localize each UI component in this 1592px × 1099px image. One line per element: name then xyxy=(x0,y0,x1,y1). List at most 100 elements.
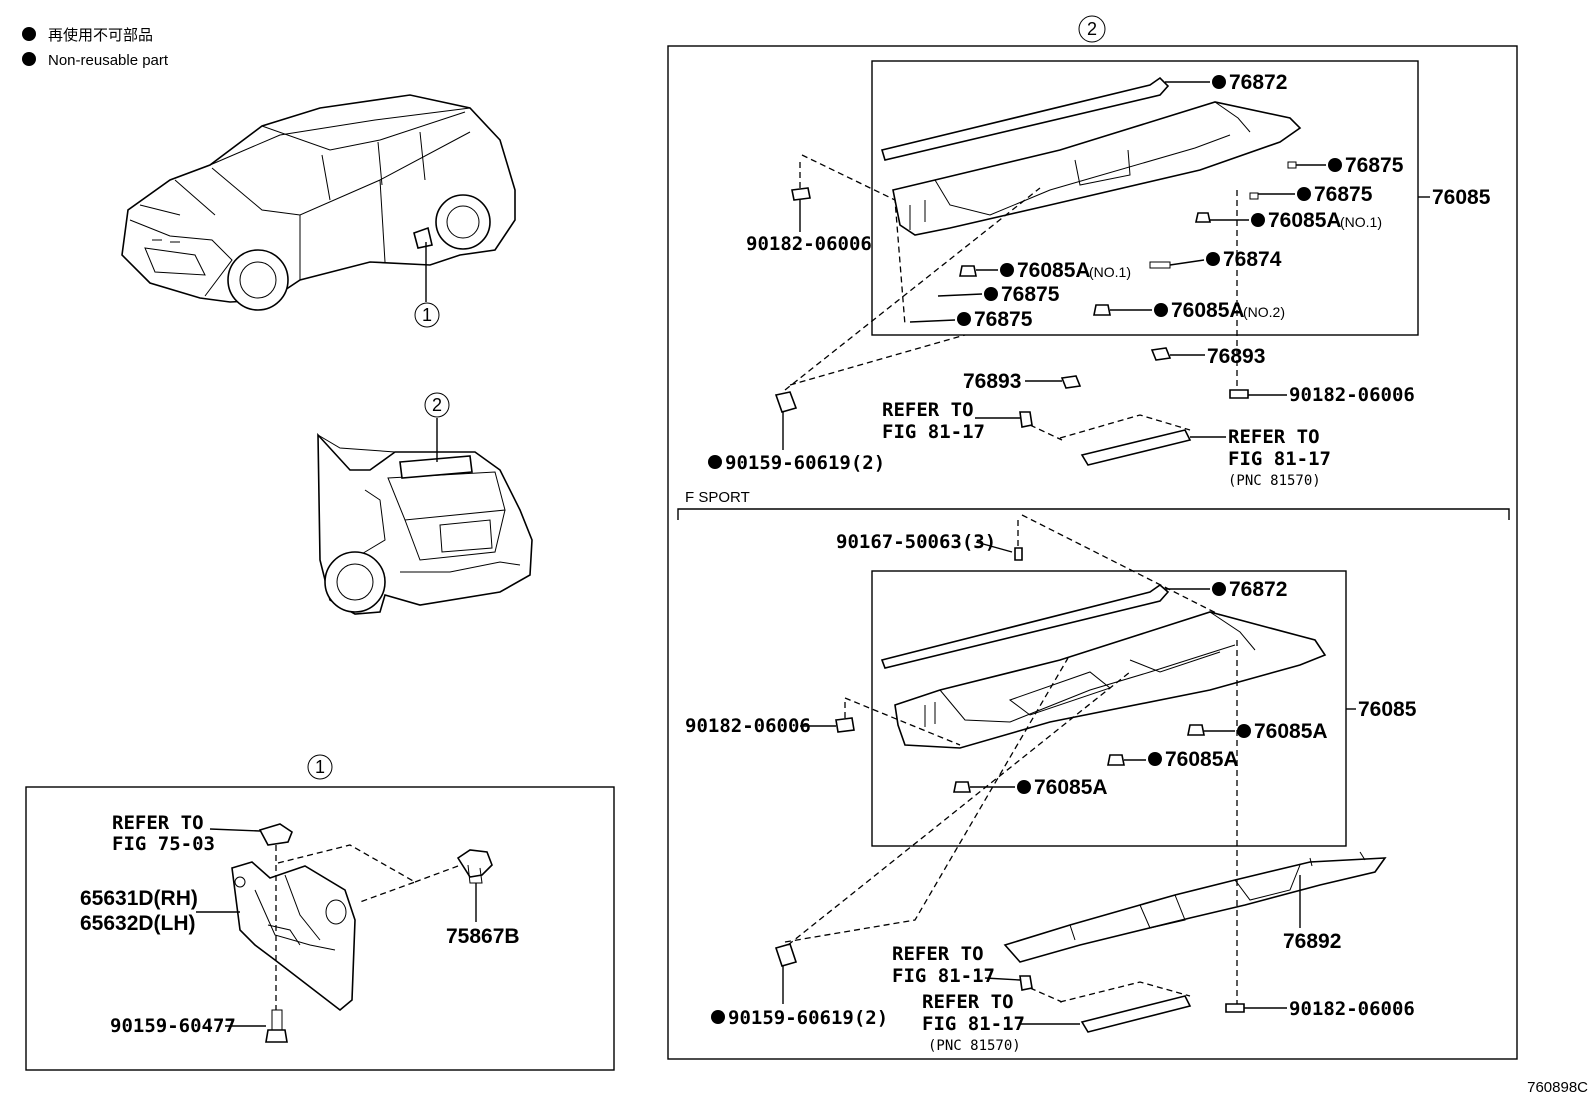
part-76085-label: 76085 xyxy=(1432,186,1491,209)
non-reusable-dot-icon xyxy=(1148,752,1162,766)
clip-90182-icon xyxy=(835,717,855,733)
detail-2-callout-label: 2 xyxy=(1087,19,1097,39)
detail-2-frame xyxy=(667,45,1518,1060)
non-reusable-dot-icon xyxy=(1237,724,1251,738)
part-76085A-label: 76085A xyxy=(1254,720,1328,743)
legend-jp: 再使用不可部品 xyxy=(48,27,153,44)
part-90159-60477-label: 90159-60477 xyxy=(110,1015,236,1037)
screw-icon xyxy=(1014,547,1023,561)
detail-1-frame xyxy=(25,786,615,1071)
screw-icon xyxy=(1019,411,1033,428)
non-reusable-dot-icon xyxy=(957,312,971,326)
clip-76085A-icon xyxy=(1195,212,1211,223)
bracket-76892-drawing xyxy=(1003,857,1387,963)
non-reusable-dot-icon xyxy=(22,52,36,66)
part-76085A-no2: (NO.2) xyxy=(1243,304,1285,320)
fsport-section-title: F SPORT xyxy=(685,489,750,506)
refer-to-label: REFER TO xyxy=(882,399,974,421)
bolt-90159-icon xyxy=(774,943,798,967)
clip-76085A-icon xyxy=(1107,754,1125,766)
part-75867B-label: 75867B xyxy=(446,925,520,948)
mud-guard-parts-drawing xyxy=(231,823,493,1043)
part-76085A-label: 76085A xyxy=(1017,259,1091,282)
clip-76893-icon xyxy=(1060,375,1082,389)
non-reusable-dot-icon xyxy=(1251,213,1265,227)
car-front-view-illustration xyxy=(121,94,516,311)
callout-1-circle xyxy=(414,302,440,328)
part-76875-label: 76875 xyxy=(1314,183,1373,206)
refer-to-label: REFER TO xyxy=(922,991,1014,1013)
callout-1-label: 1 xyxy=(422,305,432,325)
part-90167-label: 90167-50063(3) xyxy=(836,531,996,553)
fig-81-17-label: FIG 81-17 xyxy=(922,1013,1025,1035)
non-reusable-dot-icon xyxy=(22,27,36,41)
figure-id: 760898C xyxy=(1527,1079,1588,1096)
refer-to-label: REFER TO xyxy=(892,943,984,965)
part-90182-label: 90182-06006 xyxy=(1289,384,1415,406)
pnc-81570-label: (PNC 81570) xyxy=(928,1038,1021,1054)
fig-81-17-label: FIG 81-17 xyxy=(892,965,995,987)
pnc-81570-label: (PNC 81570) xyxy=(1228,473,1321,489)
fig-81-17-label: FIG 81-17 xyxy=(1228,448,1331,470)
legend-en: Non-reusable part xyxy=(48,52,169,69)
callout-2-label: 2 xyxy=(432,395,442,415)
non-reusable-dot-icon xyxy=(708,455,722,469)
clip-90182-icon xyxy=(1229,389,1249,399)
part-76893-label: 76893 xyxy=(1207,345,1265,368)
fsport-bracket xyxy=(677,508,1510,520)
refer-to-label: REFER TO xyxy=(1228,426,1320,448)
part-76893-label: 76893 xyxy=(963,370,1021,393)
part-76875-label: 76875 xyxy=(1345,154,1404,177)
non-reusable-dot-icon xyxy=(1328,158,1342,172)
part-65632D-label: 65632D(LH) xyxy=(80,912,196,935)
spoiler-standard-drawing xyxy=(880,76,1302,269)
non-reusable-dot-icon xyxy=(1154,303,1168,317)
non-reusable-dot-icon xyxy=(711,1010,725,1024)
part-76085A-label: 76085A xyxy=(1034,776,1108,799)
detail-1-callout-circle xyxy=(307,754,333,780)
screw-icon xyxy=(1019,975,1033,991)
part-76085A-label: 76085A xyxy=(1165,748,1239,771)
part-76085A-label: 76085A xyxy=(1268,209,1342,232)
part-76874-label: 76874 xyxy=(1223,248,1282,271)
non-reusable-dot-icon xyxy=(1000,263,1014,277)
refer-to-label: REFER TO xyxy=(112,812,204,834)
part-90159-60619-label: 90159-60619(2) xyxy=(725,452,885,474)
part-90182-label: 90182-06006 xyxy=(685,715,811,737)
clip-76085A-icon xyxy=(1093,304,1111,316)
part-76085A-no1: (NO.1) xyxy=(1089,264,1131,280)
part-76085-label: 76085 xyxy=(1358,698,1417,721)
car-rear-view-illustration xyxy=(317,418,533,615)
part-76875-label: 76875 xyxy=(1001,283,1060,306)
part-76892-label: 76892 xyxy=(1283,930,1341,953)
clip-76085A-icon xyxy=(953,781,971,793)
stop-lamp-upper-drawing xyxy=(1080,429,1192,466)
non-reusable-dot-icon xyxy=(1206,252,1220,266)
clip-76893-icon xyxy=(1150,347,1172,361)
spoiler-fsport-drawing xyxy=(880,583,1327,749)
non-reusable-dot-icon xyxy=(1017,780,1031,794)
clip-76085A-icon xyxy=(1187,724,1205,736)
non-reusable-dot-icon xyxy=(1297,187,1311,201)
detail-1-callout-label: 1 xyxy=(315,757,325,777)
part-76872-label: 76872 xyxy=(1229,71,1287,94)
fig-81-17-label: FIG 81-17 xyxy=(882,421,985,443)
part-90159-60619-label: 90159-60619(2) xyxy=(728,1007,888,1029)
part-90182-label: 90182-06006 xyxy=(1289,998,1415,1020)
spoiler-standard-box xyxy=(871,60,1419,336)
clip-76085A-icon xyxy=(959,265,977,277)
callout-2-circle xyxy=(424,392,450,418)
part-65631D-label: 65631D(RH) xyxy=(80,887,198,910)
bolt-90159-icon xyxy=(774,391,798,413)
clip-90182-icon xyxy=(1225,1003,1245,1013)
part-90182-label: 90182-06006 xyxy=(746,233,872,255)
clip-90182-icon xyxy=(791,187,811,201)
part-76872-label: 76872 xyxy=(1229,578,1287,601)
legend: 再使用不可部品 Non-reusable part xyxy=(22,27,169,69)
non-reusable-dot-icon xyxy=(984,287,998,301)
non-reusable-dot-icon xyxy=(1212,75,1226,89)
stop-lamp-lower-drawing xyxy=(1080,995,1192,1033)
detail-2-callout-circle xyxy=(1078,15,1106,43)
part-76875-label: 76875 xyxy=(974,308,1033,331)
